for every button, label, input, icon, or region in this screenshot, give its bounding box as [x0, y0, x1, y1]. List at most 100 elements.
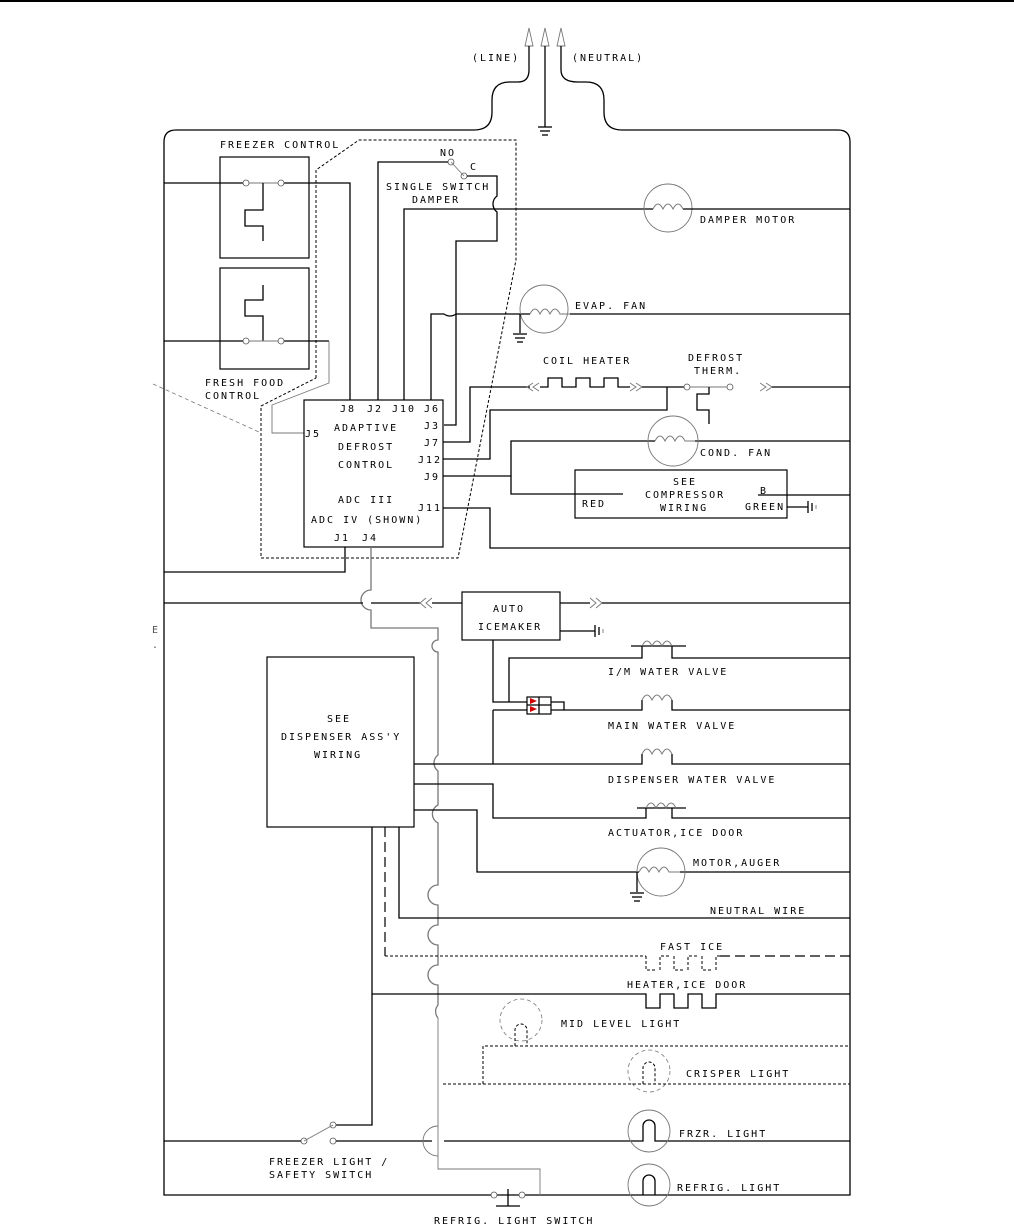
- damper-switch-label-2: DAMPER: [412, 195, 460, 206]
- coil-heater-circuit: COIL HEATER DEFROST THERM.: [443, 353, 850, 460]
- bulb-icon: [627, 1049, 671, 1093]
- pin-j9: J9: [424, 472, 440, 483]
- coil-icon: [638, 866, 680, 874]
- pin-j1: J1: [334, 533, 350, 544]
- damper-motor: DAMPER MOTOR: [403, 183, 850, 401]
- cond-fan-circuit: COND. FAN RED SEE COMPRESSOR WIRING B GR…: [443, 415, 850, 549]
- damper-motor-label: DAMPER MOTOR: [700, 215, 796, 226]
- valve-coil-icon: [641, 640, 673, 648]
- adc-model-1: ADC III: [338, 495, 394, 506]
- motor-auger: MOTOR,AUGER: [414, 809, 850, 902]
- freezer-control: FREEZER CONTROL: [164, 140, 351, 401]
- mid-level-light-label: MID LEVEL LIGHT: [561, 1019, 681, 1030]
- icemaker-label-2: ICEMAKER: [478, 622, 542, 633]
- power-cord: (LINE) (NEUTRAL): [163, 27, 851, 1196]
- compressor-green-label: GREEN: [745, 502, 785, 513]
- main-water-valve-label: MAIN WATER VALVE: [608, 721, 736, 732]
- valve-coil-icon: [641, 748, 673, 756]
- leader-line: [152, 383, 260, 433]
- refrig-light-circuit: REFRIG. LIGHT REFRIG. LIGHT SWITCH: [434, 1018, 781, 1226]
- margin-dot: .: [152, 640, 160, 651]
- defrost-therm-label-1: DEFROST: [688, 353, 744, 364]
- ground-symbol-icon: [538, 126, 552, 136]
- pin-j7: J7: [424, 438, 440, 449]
- actuator-ice-door: ACTUATOR,ICE DOOR: [414, 783, 850, 839]
- compressor-b-label: B: [760, 486, 768, 497]
- defrost-therm-label-2: THERM.: [694, 366, 742, 377]
- dispenser-label-2: DISPENSER ASS'Y: [281, 732, 401, 743]
- neutral-prong-icon: [556, 27, 566, 47]
- gray-bus-wire: [360, 547, 439, 1019]
- margin-mark: E: [152, 625, 160, 636]
- neutral-wire-label: NEUTRAL WIRE: [710, 906, 806, 917]
- adc-model-2: ADC IV (SHOWN): [311, 515, 423, 526]
- heater-ice-door: HEATER,ICE DOOR: [371, 827, 850, 1009]
- refrig-switch-label: REFRIG. LIGHT SWITCH: [434, 1216, 594, 1226]
- actuator-coil-icon: [645, 802, 677, 810]
- coil-icon: [652, 203, 684, 211]
- icemaker-label-1: AUTO: [493, 604, 525, 615]
- cond-fan-label: COND. FAN: [700, 448, 772, 459]
- evap-fan-label: EVAP. FAN: [575, 301, 647, 312]
- dispenser-assembly: SEE DISPENSER ASS'Y WIRING: [266, 656, 415, 828]
- coil-heater-label: COIL HEATER: [543, 356, 631, 367]
- adc-title-1: ADAPTIVE: [334, 423, 398, 434]
- motor-auger-label: MOTOR,AUGER: [693, 858, 781, 869]
- compressor-title-2: COMPRESSOR: [645, 490, 725, 501]
- fast-ice-heater: FAST ICE: [384, 827, 850, 971]
- dispenser-label-3: WIRING: [314, 750, 362, 761]
- adc-board: J8 J2 J10 J6 J3 J7 J12 J9 J11 J5 ADAPTIV…: [303, 399, 444, 548]
- chassis-ground-icon: [594, 625, 604, 637]
- compressor-title-3: WIRING: [660, 503, 708, 514]
- pin-j3: J3: [424, 421, 440, 432]
- coil-icon: [529, 308, 570, 316]
- fresh-food-label-1: FRESH FOOD: [205, 378, 285, 389]
- damper-switch-label-1: SINGLE SWITCH: [386, 182, 490, 193]
- motor-icon: [643, 183, 693, 233]
- pin-j8: J8: [340, 404, 356, 415]
- page-top-rule: [0, 0, 1014, 2]
- connector-red-arrow-icon: [530, 698, 537, 704]
- coil-icon: [654, 435, 695, 443]
- pin-j2: J2: [367, 404, 383, 415]
- water-valves: I/M WATER VALVE MAIN WATER VALVE DISPENS…: [414, 640, 850, 786]
- adc-title-3: CONTROL: [338, 460, 394, 471]
- im-water-valve-label: I/M WATER VALVE: [608, 667, 728, 678]
- evap-fan: EVAP. FAN: [430, 284, 850, 401]
- refrig-light-label: REFRIG. LIGHT: [677, 1183, 781, 1194]
- compressor-title-1: SEE: [673, 477, 697, 488]
- pin-j12: J12: [418, 455, 442, 466]
- crisper-light-label: CRISPER LIGHT: [686, 1069, 790, 1080]
- j1-wire: [164, 547, 346, 573]
- pin-j5: J5: [305, 429, 321, 440]
- frzr-light-circuit: FRZR. LIGHT FREEZER LIGHT / SAFETY SWITC…: [164, 994, 850, 1181]
- freezer-control-label: FREEZER CONTROL: [220, 140, 340, 151]
- adc-title-2: DEFROST: [338, 442, 394, 453]
- pin-j11: J11: [418, 503, 442, 514]
- freezer-switch-label-1: FREEZER LIGHT /: [269, 1157, 389, 1168]
- pin-j10: J10: [392, 404, 416, 415]
- fresh-food-label-2: CONTROL: [205, 391, 261, 402]
- damper-c-label: C: [470, 162, 478, 173]
- dispenser-label-1: SEE: [327, 714, 351, 725]
- neutral-label: (NEUTRAL): [572, 53, 644, 64]
- bulb-icon: [627, 1163, 671, 1207]
- crisper-light: CRISPER LIGHT: [443, 1049, 850, 1093]
- heater-ice-door-label: HEATER,ICE DOOR: [627, 980, 747, 991]
- bulb-icon: [499, 998, 543, 1042]
- neutral-wire: NEUTRAL WIRE: [398, 827, 850, 919]
- connector-red-arrow-icon: [530, 706, 537, 712]
- line-prong-icon: [524, 27, 534, 47]
- bulb-icon: [627, 1109, 671, 1153]
- mid-level-light: MID LEVEL LIGHT: [482, 998, 850, 1084]
- actuator-label: ACTUATOR,ICE DOOR: [608, 828, 744, 839]
- single-switch-damper: NO C SINGLE SWITCH DAMPER: [377, 148, 498, 426]
- fan-motor-icon: [647, 415, 699, 467]
- fresh-food-control: FRESH FOOD CONTROL: [164, 267, 330, 434]
- valve-coil-icon: [641, 694, 673, 702]
- fan-motor-icon: [519, 284, 569, 334]
- ground-prong-icon: [540, 27, 550, 47]
- pin-j6: J6: [424, 404, 440, 415]
- freezer-switch-label-2: SAFETY SWITCH: [269, 1170, 373, 1181]
